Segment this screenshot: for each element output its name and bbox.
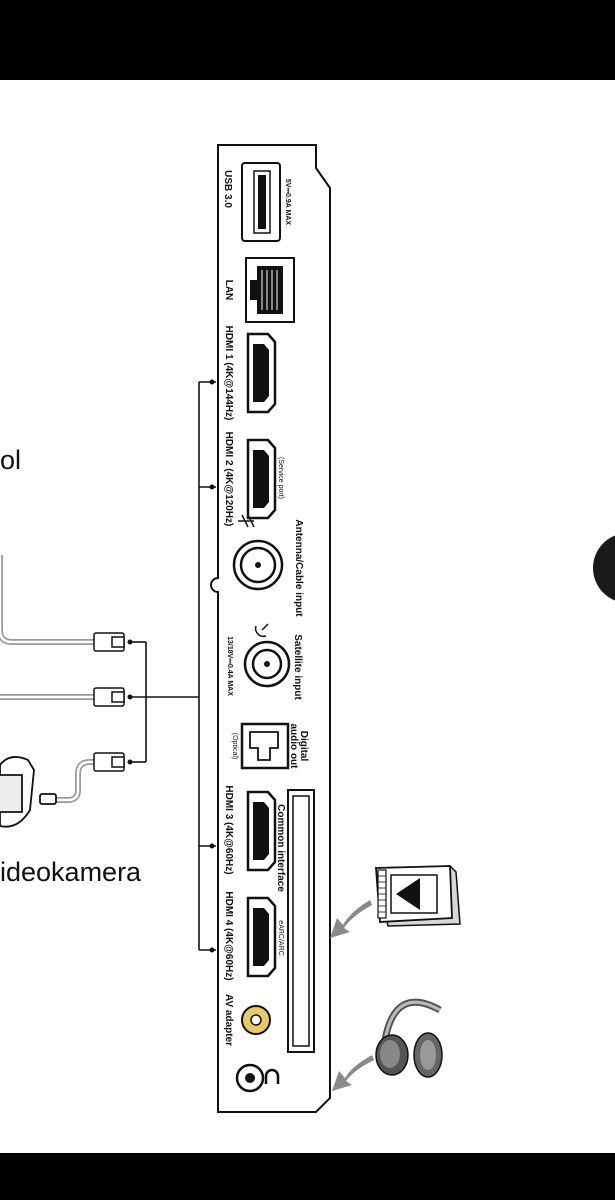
digital-audio-label-2: audio out bbox=[288, 724, 299, 770]
lan-port-icon bbox=[245, 257, 295, 323]
satellite-rating: 13/18V⎓0.4A MAX bbox=[226, 636, 233, 696]
lan-label: LAN bbox=[223, 280, 234, 301]
device-label-top: ol bbox=[0, 445, 22, 475]
hdmi-bracket bbox=[198, 381, 216, 951]
av-adapter-label: AV adapter bbox=[223, 994, 234, 1046]
hdmi-port-icon bbox=[246, 438, 277, 520]
rca-plug-icon bbox=[93, 632, 125, 772]
coax-port-icon bbox=[243, 640, 291, 688]
optical-note: (Optical) bbox=[231, 733, 238, 759]
connection-dot bbox=[127, 759, 133, 765]
av-cables-inner bbox=[0, 555, 95, 802]
usb-label: USB 3.0 bbox=[222, 170, 233, 208]
digital-audio-label-1: Digital bbox=[298, 731, 309, 762]
hdmi-port-icon bbox=[246, 332, 277, 414]
bracket-dot bbox=[209, 843, 215, 849]
satellite-label: Satellite input bbox=[292, 634, 303, 700]
connection-lines bbox=[130, 641, 199, 763]
usb-port-icon bbox=[241, 162, 281, 242]
optical-port-icon bbox=[240, 722, 290, 770]
arrow-icon bbox=[332, 1055, 374, 1091]
device-label-videokamera: ideokamera bbox=[0, 857, 142, 887]
hdmi2-label: HDMI 2 (4K@120Hz) bbox=[223, 432, 234, 527]
hdmi-port-icon bbox=[246, 790, 277, 872]
connection-dot bbox=[127, 694, 133, 700]
usb-rating: 5V⎓0.9A MAX bbox=[284, 179, 291, 226]
hdmi-port-icon bbox=[246, 896, 277, 978]
hdmi4-label: HDMI 4 (4K@60Hz) bbox=[223, 891, 234, 980]
coax-port-icon bbox=[232, 539, 284, 591]
arrow-icon bbox=[330, 900, 372, 938]
bracket-dot bbox=[209, 484, 215, 490]
bottom-black-bar bbox=[0, 1153, 615, 1200]
ci-card-icon bbox=[375, 865, 461, 927]
connection-dot bbox=[127, 639, 133, 645]
headphone-jack-icon bbox=[235, 1063, 280, 1093]
headphones-icon bbox=[375, 998, 443, 1078]
ci-slot bbox=[287, 789, 315, 1053]
antenna-icon bbox=[238, 514, 255, 528]
bracket-dot bbox=[209, 947, 215, 953]
bracket-dot bbox=[209, 379, 215, 385]
satellite-dish-icon bbox=[254, 623, 269, 638]
hdmi1-label: HDMI 1 (4K@144Hz) bbox=[223, 326, 234, 421]
top-black-bar bbox=[0, 0, 615, 80]
hdmi2-note: (Service port) bbox=[277, 457, 284, 499]
antenna-label: Antenna/Cable input bbox=[293, 519, 304, 617]
camcorder-icon bbox=[0, 756, 57, 828]
common-interface-label: Common interface bbox=[275, 804, 286, 892]
av-jack-icon bbox=[241, 1005, 271, 1035]
page-marker-icon bbox=[593, 535, 615, 601]
hdmi3-label: HDMI 3 (4K@60Hz) bbox=[223, 785, 234, 874]
earc-note: eARC/ARC bbox=[277, 920, 284, 955]
